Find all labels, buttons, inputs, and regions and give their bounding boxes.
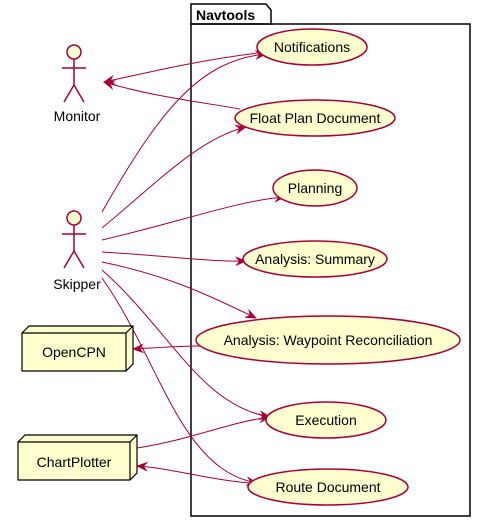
usecase-route-document[interactable]: Route Document xyxy=(247,468,409,506)
package-body xyxy=(190,23,471,517)
actor-skipper-label: Skipper xyxy=(53,276,101,292)
node-opencpn-edges xyxy=(22,325,134,371)
usecase-notifications-shape xyxy=(256,28,368,66)
edge-float-plan-to-monitor xyxy=(103,80,241,110)
edge-chartplotter-to-execution xyxy=(136,413,271,449)
edge-skipper-to-execution xyxy=(101,269,271,421)
skipper-stick-figure xyxy=(62,210,86,269)
usecase-analysis-summary-label: Analysis: Summary xyxy=(255,251,375,267)
node-opencpn[interactable]: OpenCPN xyxy=(21,325,134,372)
navtools-package: Navtools xyxy=(190,3,471,517)
usecase-float-plan-document-shape xyxy=(234,99,396,137)
usecase-planning-label: Planning xyxy=(288,180,343,196)
usecase-route-document-label: Route Document xyxy=(275,479,380,495)
edge-skipper-to-route-document xyxy=(101,277,258,487)
edge-skipper-to-analysis-summary xyxy=(101,251,247,267)
usecase-notifications[interactable]: Notifications xyxy=(256,28,368,66)
node-opencpn-box xyxy=(21,325,134,372)
usecase-execution[interactable]: Execution xyxy=(265,401,387,439)
usecase-analysis-summary[interactable]: Analysis: Summary xyxy=(242,240,388,278)
edge-skipper-to-planning xyxy=(101,192,286,241)
usecase-analysis-waypoint-reconciliation-shape xyxy=(195,315,461,365)
node-chartplotter-label: ChartPlotter xyxy=(37,454,112,470)
node-opencpn-label: OpenCPN xyxy=(42,344,106,360)
usecase-execution-shape xyxy=(265,401,387,439)
usecase-float-plan-document-label: Float Plan Document xyxy=(250,110,381,126)
node-chartplotter-box xyxy=(17,434,138,481)
edges xyxy=(101,50,286,487)
edge-analysis-waypoint-to-opencpn xyxy=(132,343,201,354)
usecase-float-plan-document[interactable]: Float Plan Document xyxy=(234,99,396,137)
node-chartplotter[interactable]: ChartPlotter xyxy=(17,434,138,481)
usecase-route-document-shape xyxy=(247,468,409,506)
edge-notifications-to-monitor xyxy=(103,52,259,85)
edge-route-document-to-chartplotter xyxy=(136,461,251,484)
node-chartplotter-edges xyxy=(18,434,138,480)
package-title: Navtools xyxy=(196,7,255,23)
usecase-notifications-label: Notifications xyxy=(274,39,350,55)
usecase-analysis-summary-shape xyxy=(242,240,388,278)
usecase-execution-label: Execution xyxy=(295,412,356,428)
edge-skipper-to-notifications xyxy=(101,50,267,213)
edge-skipper-to-float-plan xyxy=(101,124,247,229)
usecase-analysis-waypoint-reconciliation[interactable]: Analysis: Waypoint Reconciliation xyxy=(195,315,461,365)
usecase-planning-shape xyxy=(272,169,358,207)
actor-monitor-label: Monitor xyxy=(54,108,101,124)
actor-monitor[interactable]: Monitor xyxy=(54,44,101,124)
package-tab xyxy=(190,3,272,25)
edge-skipper-to-analysis-waypoint xyxy=(101,261,257,319)
usecase-planning[interactable]: Planning xyxy=(272,169,358,207)
monitor-stick-figure xyxy=(62,44,86,103)
usecase-analysis-waypoint-reconciliation-label: Analysis: Waypoint Reconciliation xyxy=(224,332,433,348)
actor-skipper[interactable]: Skipper xyxy=(53,210,101,292)
